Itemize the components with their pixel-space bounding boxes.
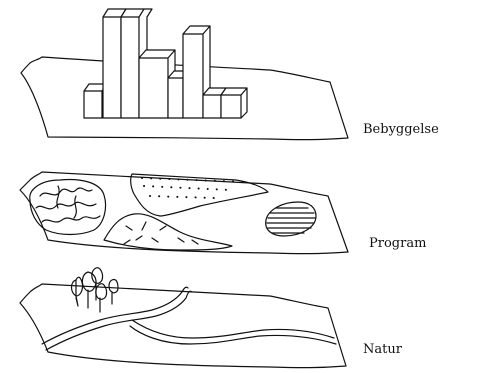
building-blocks xyxy=(83,8,248,119)
tree-4 xyxy=(95,283,108,313)
layer-label-program: Program xyxy=(369,236,426,251)
program-zone-hatched xyxy=(103,213,233,251)
tree-5 xyxy=(108,278,119,305)
program-layer xyxy=(19,171,349,255)
program-zone-squiggle xyxy=(29,178,107,236)
nature-layer xyxy=(19,267,347,369)
layer-label-natur: Natur xyxy=(363,342,403,357)
tree-1 xyxy=(70,276,84,307)
building-tower-2 xyxy=(120,8,153,119)
layer-label-bebyggelse: Bebyggelse xyxy=(363,122,439,137)
program-zone-striped xyxy=(265,201,317,237)
buildings-layer xyxy=(20,8,349,141)
tree-2 xyxy=(81,271,97,309)
program-zone-dotted xyxy=(130,173,269,217)
nature-river xyxy=(41,286,337,351)
building-low-far-right xyxy=(220,87,248,119)
program-layer-sheet xyxy=(19,171,349,255)
nature-layer-sheet xyxy=(19,283,347,369)
nature-trees xyxy=(70,267,119,313)
buildings-layer-sheet xyxy=(20,56,349,141)
